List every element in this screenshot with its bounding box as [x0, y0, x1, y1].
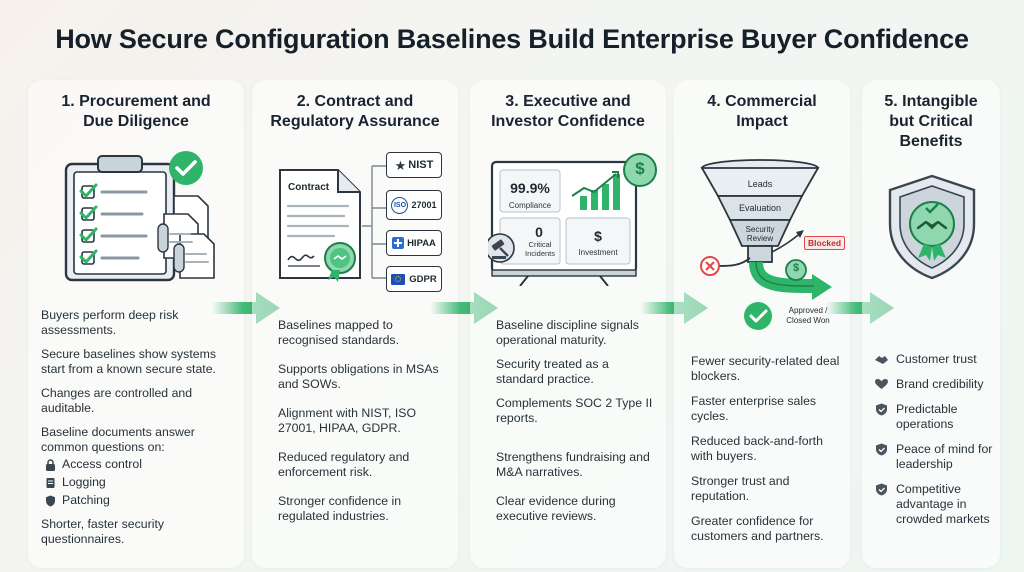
- point-text: Alignment with NIST, ISO 27001, HIPAA, G…: [278, 406, 417, 435]
- column-heading: 5. Intangible but Critical Benefits: [884, 93, 978, 150]
- incidents-label: Critical Incidents: [524, 240, 556, 258]
- column-heading: 3. Executive and Investor Confidence: [491, 93, 645, 130]
- investment-symbol: $: [594, 228, 602, 244]
- column-points: Baselines mapped to recognised standards…: [278, 318, 448, 524]
- column-heading: 2. Contract and Regulatory Assurance: [270, 93, 440, 130]
- point-text: Faster enterprise sales cycles.: [691, 394, 817, 423]
- funnel-stage-security-review: Security Review: [745, 225, 775, 243]
- standard-badge-gdpr: GDPR: [386, 266, 442, 292]
- benefits-list: Customer trust Brand credibility Predict…: [874, 352, 998, 527]
- shield-icon: [46, 495, 55, 506]
- sales-funnel-icon: [700, 159, 832, 330]
- point-text: Greater confidence for customers and par…: [691, 514, 824, 543]
- point-text: Baseline documents answer common questio…: [41, 425, 195, 454]
- iso-number: 27001: [411, 200, 437, 210]
- point-text: Secure baselines show systems start from…: [41, 347, 216, 376]
- point-text: Reduced regulatory and enforcement risk.: [278, 450, 410, 479]
- point-text: Fewer security-related deal blockers.: [691, 354, 840, 383]
- dollar-coin-icon: $: [792, 262, 800, 274]
- shield-check-icon: [876, 483, 887, 496]
- point-text: Reduced back-and-forth with buyers.: [691, 434, 823, 463]
- checklist-clipboard-icon: [64, 151, 215, 282]
- point-text: Clear evidence during executive reviews.: [496, 494, 616, 523]
- trust-shield-icon: [888, 174, 976, 280]
- sub-item-access-control: Access control: [45, 457, 237, 472]
- column-points: Buyers perform deep risk assessments. Se…: [41, 308, 237, 547]
- column-points: Fewer security-related deal blockers. Fa…: [691, 354, 845, 544]
- point-text: Stronger confidence in regulated industr…: [278, 494, 402, 523]
- column-commercial-impact: 4. Commercial Impact Leads Evaluation Se…: [674, 80, 850, 568]
- iso-badge: ISO: [391, 196, 409, 214]
- contract-document-icon: [279, 169, 361, 282]
- benefit-item: Brand credibility: [874, 377, 998, 392]
- point-text: Changes are controlled and auditable.: [41, 386, 193, 415]
- contract-label: Contract: [288, 182, 330, 193]
- handshake-icon: [875, 356, 888, 364]
- standard-badge-nist: ★ NIST: [386, 152, 442, 178]
- funnel-stage-leads: Leads: [747, 179, 773, 189]
- standard-badge-iso: ISO 27001: [386, 190, 442, 220]
- column-heading: 4. Commercial Impact: [707, 93, 817, 130]
- point-text: Security treated as a standard practice.: [496, 357, 609, 386]
- medical-cross-icon: [392, 237, 405, 249]
- compliance-label: Compliance: [508, 201, 552, 210]
- infographic-title: How Secure Configuration Baselines Build…: [55, 24, 969, 54]
- point-text: Complements SOC 2 Type II reports.: [496, 396, 653, 425]
- standard-badge-hipaa: HIPAA: [386, 230, 442, 256]
- column-contract-regulatory: 2. Contract and Regulatory Assurance Con…: [252, 80, 458, 568]
- heart-icon: [875, 379, 888, 389]
- benefit-item: Peace of mind for leadership: [874, 442, 998, 472]
- approved-label: Approved / Closed Won: [786, 306, 830, 325]
- benefit-item: Predictable operations: [874, 402, 998, 432]
- point-text: Baseline discipline signals operational …: [496, 318, 639, 347]
- shield-check-icon: [876, 403, 887, 416]
- sub-item-logging: Logging: [45, 475, 237, 490]
- dashboard-board-icon: [488, 153, 657, 286]
- dollar-coin-icon: $: [635, 159, 645, 178]
- standards-connector: [362, 165, 386, 279]
- eu-flag-icon: [391, 273, 406, 285]
- investment-label: Investment: [578, 248, 618, 257]
- benefit-item: Competitive advantage in crowded markets: [874, 482, 998, 527]
- blocked-tag: Blocked: [804, 236, 846, 250]
- point-text: Shorter, faster security questionnaires.: [41, 517, 165, 546]
- point-text: Baselines mapped to recognised standards…: [278, 318, 399, 347]
- lock-icon: [46, 458, 55, 471]
- point-text: Stronger trust and reputation.: [691, 474, 790, 503]
- column-points: Baseline discipline signals operational …: [496, 318, 660, 524]
- column-heading: 1. Procurement and Due Diligence: [61, 93, 211, 130]
- compliance-value: 99.9%: [510, 180, 550, 196]
- benefit-item: Customer trust: [874, 352, 998, 367]
- star-icon: ★: [394, 157, 407, 173]
- incidents-value: 0: [535, 224, 543, 240]
- point-text: Strengthens fundraising and M&A narrativ…: [496, 450, 650, 479]
- point-text: Supports obligations in MSAs and SOWs.: [278, 362, 439, 391]
- column-procurement: 1. Procurement and Due Diligence: [28, 80, 244, 568]
- point-text: Buyers perform deep risk assessments.: [41, 308, 179, 337]
- log-document-icon: [46, 477, 55, 488]
- column-executive-investor: 3. Executive and Investor Confidence 99.…: [470, 80, 666, 568]
- funnel-stage-evaluation: Evaluation: [738, 203, 782, 213]
- column-intangible-benefits: 5. Intangible but Critical Benefits Cust…: [862, 80, 1000, 568]
- shield-check-icon: [876, 443, 887, 456]
- sub-item-patching: Patching: [45, 493, 237, 508]
